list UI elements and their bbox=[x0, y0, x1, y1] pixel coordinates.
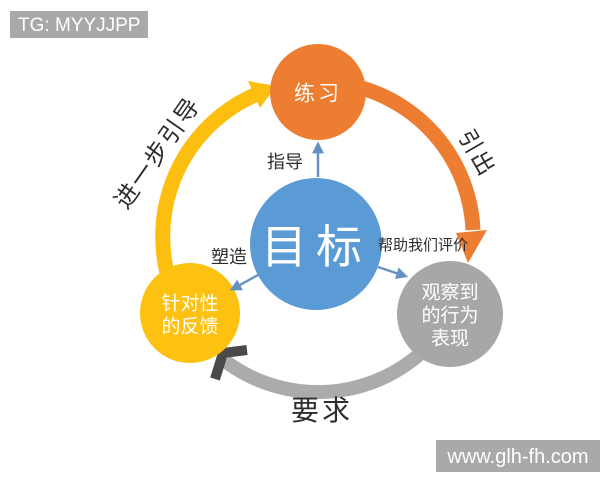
practice-label: 练习 bbox=[294, 83, 342, 106]
tg-badge-text: TG: MYYJJPP bbox=[18, 15, 140, 36]
tg-badge-bg bbox=[10, 11, 148, 38]
node-goal bbox=[250, 178, 382, 310]
node-behavior bbox=[397, 261, 503, 367]
spoke-arrow-evaluate bbox=[377, 265, 409, 279]
arrowhead-orange-icon bbox=[456, 230, 487, 263]
arc-elicit bbox=[356, 79, 481, 231]
goal-label: 目标 bbox=[261, 221, 371, 273]
guide-label: 指导 bbox=[267, 152, 303, 172]
shape-label: 塑造 bbox=[211, 247, 247, 267]
watermark-bg bbox=[436, 440, 600, 472]
demand-label: 要求 bbox=[291, 395, 353, 426]
behavior-label-line3: 表现 bbox=[431, 328, 469, 350]
arrowhead-yellow-icon bbox=[248, 81, 276, 108]
behavior-label-line1: 观察到 bbox=[421, 282, 478, 304]
evaluate-label: 帮助我们评价 bbox=[378, 237, 468, 254]
spoke-arrow-shape bbox=[229, 273, 259, 291]
node-practice bbox=[270, 44, 366, 140]
node-feedback bbox=[140, 263, 240, 363]
watermark-text: www.glh-fh.com bbox=[446, 446, 588, 468]
feedback-label-line2: 的反馈 bbox=[161, 316, 218, 338]
arrowhead-dark-icon bbox=[210, 345, 248, 381]
watermark-badge: www.glh-fh.com bbox=[436, 440, 600, 472]
behavior-label-line2: 的行为 bbox=[421, 305, 478, 327]
feedback-label-line1: 针对性 bbox=[161, 293, 218, 315]
tg-badge: TG: MYYJJPP bbox=[10, 11, 148, 38]
